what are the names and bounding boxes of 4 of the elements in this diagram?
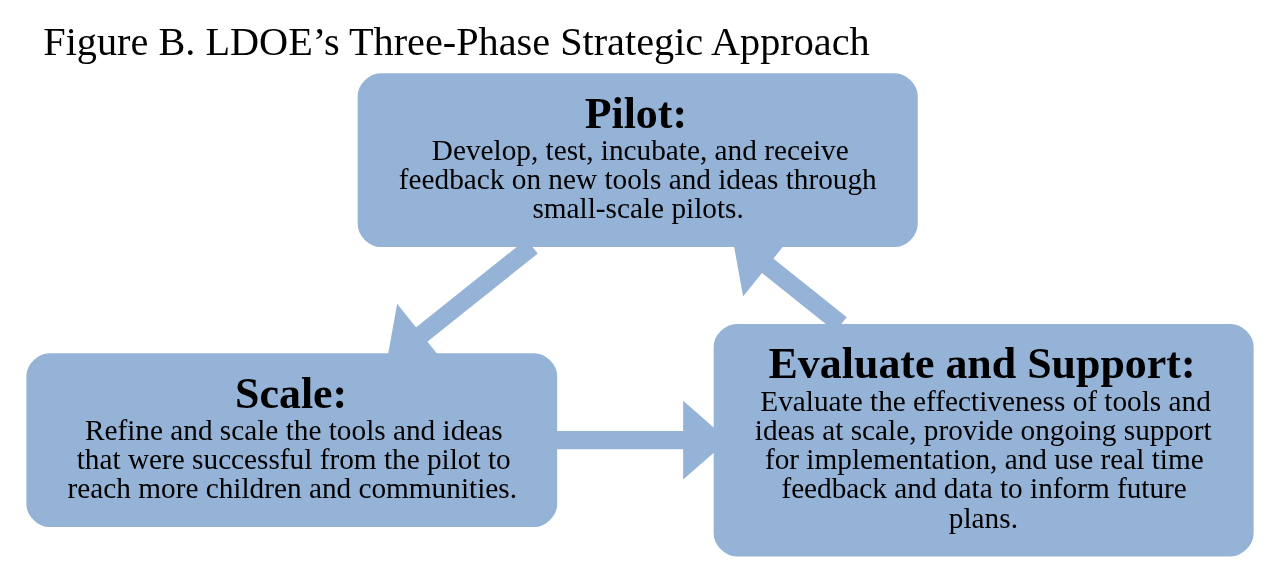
diagram-title: Figure B. LDOE’s Three-Phase Strategic Approach bbox=[43, 19, 870, 65]
node-box: Scale: Refine and scale the tools and ideas that were successful from the pilot to reach more children and communities. bbox=[26, 353, 558, 528]
node-box: Evaluate and Support: Evaluate the effectiveness of tools and ideas at scale, provide ongoing support for implementation, and use real time feedback and data to inform future plans. bbox=[713, 323, 1254, 557]
node-box: Pilot: Develop, test, incubate, and receive feedback on new tools and ideas through small-scale pilots. bbox=[357, 73, 918, 248]
